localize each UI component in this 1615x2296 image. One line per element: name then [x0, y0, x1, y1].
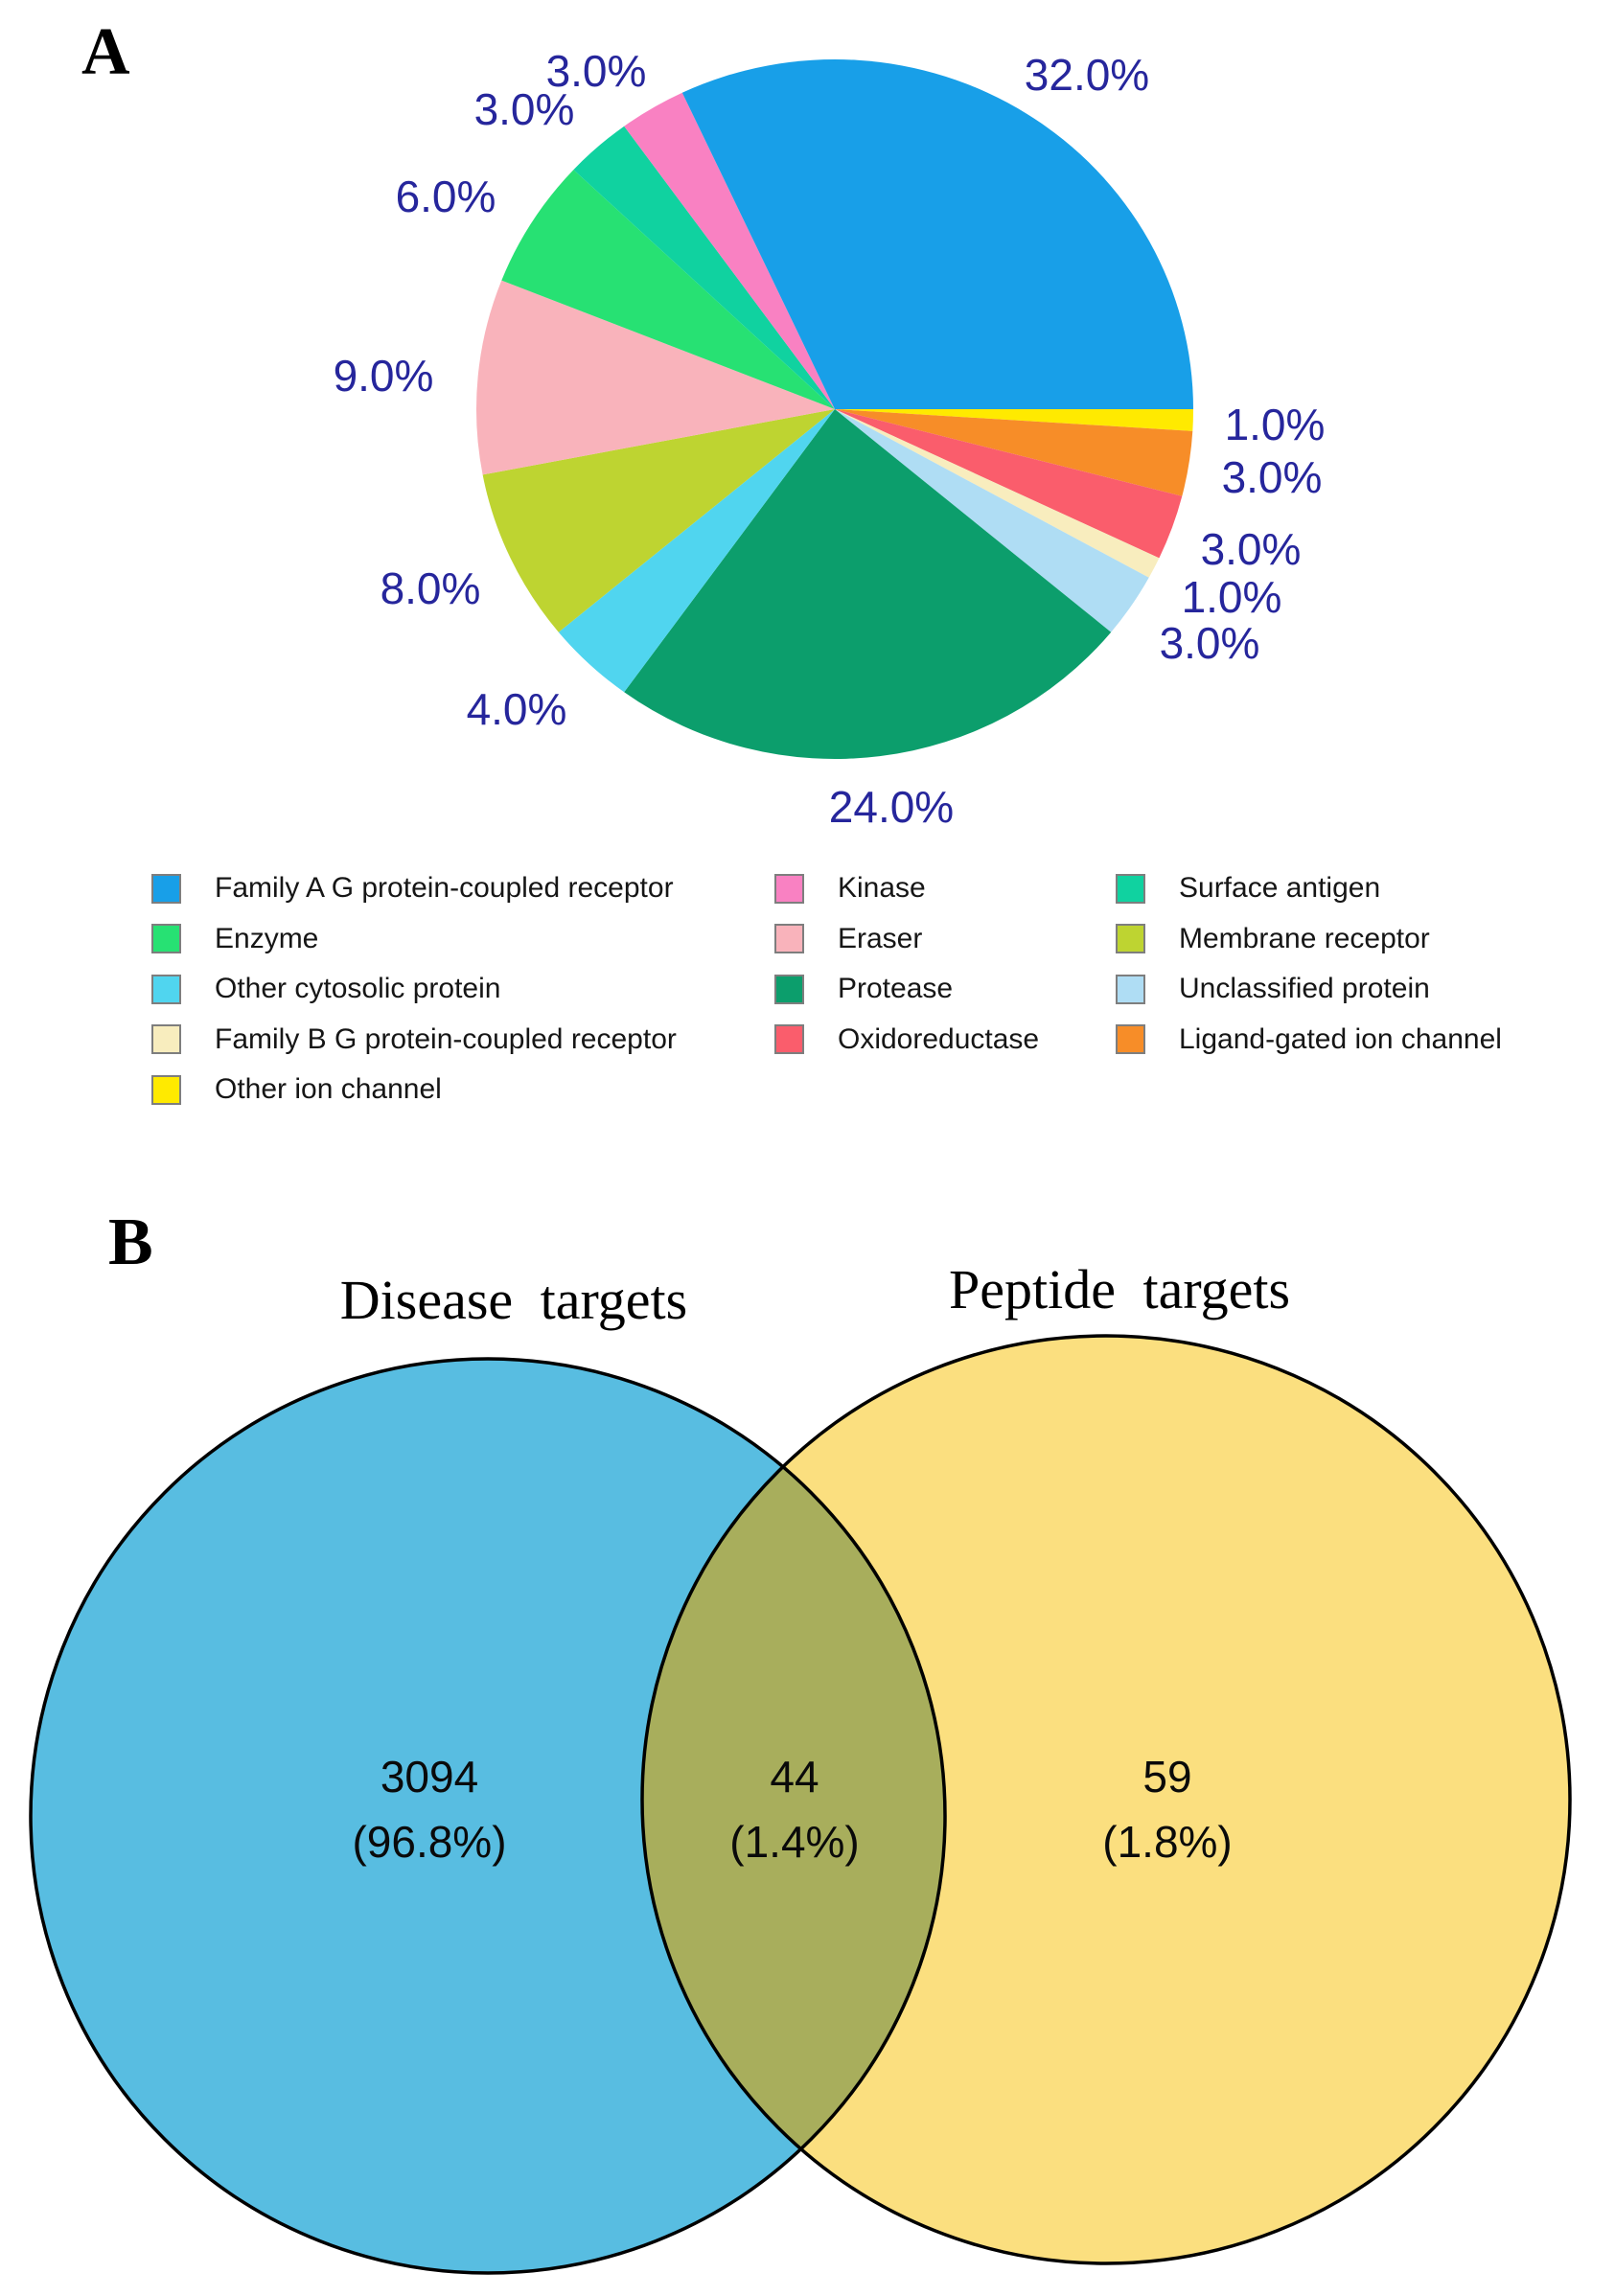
panel-b-letter: B	[108, 1205, 153, 1279]
venn-region-count: 44	[770, 1752, 819, 1802]
pie-percent-label-12: 32.0%	[1024, 50, 1150, 100]
legend-label: Family A G protein-coupled receptor	[215, 872, 674, 904]
pie-slice-kinase	[624, 92, 835, 409]
legend-swatch	[151, 974, 181, 1004]
pie-slice-other-cytosolic-protein	[558, 409, 835, 693]
pie-percent-label-7: 8.0%	[380, 563, 481, 613]
venn-diagram	[29, 1334, 1572, 2275]
pie-percent-label-0: 1.0%	[1224, 400, 1326, 449]
legend-swatch	[151, 924, 181, 953]
legend-item: Kinase	[774, 863, 926, 913]
legend-swatch	[774, 1024, 804, 1054]
legend-swatch	[774, 873, 804, 904]
legend-label: Family B G protein-coupled receptor	[215, 1022, 677, 1055]
pie-slice-enzyme	[501, 170, 835, 409]
pie-slice-ligand-gated-ion-channel	[835, 409, 1193, 496]
pie-chart	[475, 58, 1194, 760]
pie-slice-unclassified-protein	[835, 409, 1149, 632]
legend-item: Unclassified protein	[1116, 964, 1430, 1014]
venn-region-label-2: 59 (1.8%)	[1102, 1744, 1232, 1874]
pie-percent-label-3: 1.0%	[1181, 572, 1282, 622]
pie-percent-label-4: 3.0%	[1159, 618, 1260, 668]
venn-left-set-title: Disease targets	[339, 1269, 688, 1331]
pie-slice-protease	[624, 409, 1112, 760]
legend-label: Other ion channel	[215, 1073, 442, 1105]
legend-swatch	[151, 1074, 181, 1105]
legend-item: Enzyme	[151, 914, 318, 964]
legend-swatch	[1116, 873, 1145, 904]
legend-item: Family A G protein-coupled receptor	[151, 863, 674, 913]
venn-region-label-0: 3094 (96.8%)	[352, 1744, 506, 1874]
legend-item: Eraser	[774, 914, 922, 964]
legend-swatch	[774, 974, 804, 1004]
legend-swatch	[1116, 974, 1145, 1004]
legend-label: Oxidoreductase	[838, 1022, 1040, 1055]
legend-item: Protease	[774, 964, 953, 1014]
pie-percent-label-1: 3.0%	[1221, 452, 1323, 502]
pie-slice-family-a-g-protein-coupled-receptor	[681, 58, 1193, 410]
pie-percent-label-2: 3.0%	[1200, 524, 1302, 574]
venn-region-percent: (1.4%)	[729, 1817, 860, 1867]
panel-a-letter: A	[81, 15, 130, 89]
pie-percent-label-8: 9.0%	[333, 351, 434, 401]
legend-item: Ligand-gated ion channel	[1116, 1015, 1502, 1065]
pie-slice-other-ion-channel	[835, 409, 1194, 431]
venn-region-label-1: 44 (1.4%)	[729, 1744, 859, 1874]
venn-region-count: 59	[1142, 1752, 1192, 1802]
legend-item: Membrane receptor	[1116, 914, 1430, 964]
legend-label: Enzyme	[215, 922, 319, 954]
venn-left-outline	[29, 1357, 947, 2275]
legend-label: Unclassified protein	[1179, 973, 1430, 1004]
venn-right-set-title: Peptide targets	[948, 1258, 1291, 1320]
legend-item: Other cytosolic protein	[151, 964, 500, 1014]
pie-slice-surface-antigen	[573, 126, 835, 409]
legend-label: Kinase	[838, 872, 926, 904]
pie-percent-label-5: 24.0%	[828, 782, 955, 832]
pie-slice-family-b-g-protein-coupled-receptor	[835, 409, 1160, 578]
pie-percent-label-11: 3.0%	[545, 46, 647, 96]
venn-region-percent: (1.8%)	[1102, 1817, 1233, 1867]
venn-right-outline	[640, 1334, 1572, 2265]
venn-region-percent: (96.8%)	[352, 1817, 507, 1867]
legend-item: Oxidoreductase	[774, 1015, 1039, 1065]
legend-swatch	[1116, 1024, 1145, 1054]
legend-label: Protease	[838, 973, 954, 1004]
venn-region-count: 3094	[380, 1752, 479, 1802]
legend-swatch	[151, 1024, 181, 1054]
legend-item: Family B G protein-coupled receptor	[151, 1015, 677, 1065]
pie-slice-membrane-receptor	[482, 409, 835, 632]
legend-label: Membrane receptor	[1179, 922, 1430, 954]
legend-swatch	[151, 873, 181, 904]
pie-percent-label-9: 6.0%	[395, 172, 496, 221]
pie-percent-label-6: 4.0%	[466, 684, 567, 734]
pie-slice-oxidoreductase	[835, 409, 1183, 559]
legend-label: Surface antigen	[1179, 872, 1381, 904]
legend-swatch	[774, 924, 804, 953]
legend-label: Eraser	[838, 922, 923, 954]
legend-label: Other cytosolic protein	[215, 973, 501, 1004]
legend-item: Surface antigen	[1116, 863, 1380, 913]
pie-percent-label-10: 3.0%	[473, 84, 575, 134]
legend-label: Ligand-gated ion channel	[1179, 1022, 1502, 1055]
legend-item: Other ion channel	[151, 1065, 442, 1114]
pie-slice-eraser	[475, 280, 835, 475]
legend-swatch	[1116, 924, 1145, 953]
